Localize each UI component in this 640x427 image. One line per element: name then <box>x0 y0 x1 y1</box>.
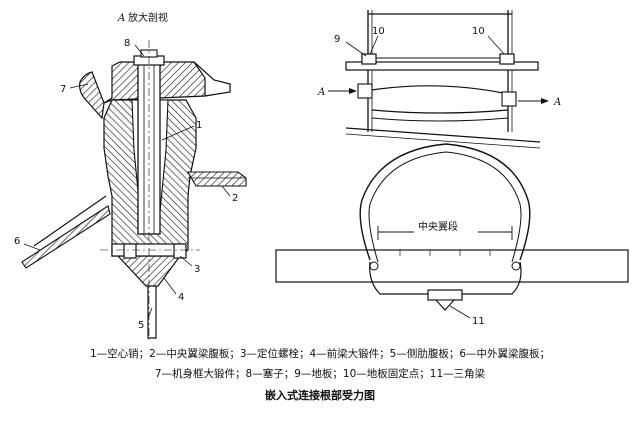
center-spar-web <box>187 171 247 187</box>
label-4: 4 <box>178 292 184 303</box>
label-10b: 10 <box>472 26 485 37</box>
figure-title: 嵌入式连接根部受力图 <box>265 389 375 402</box>
center-wing-diagram: 中央翼段 11 <box>275 143 629 327</box>
label-3: 3 <box>194 264 200 275</box>
side-rib-web <box>147 286 157 339</box>
legend-line-1: 1—空心销；2—中央翼梁腹板；3—定位螺栓；4—前梁大锻件；5—侧肋腹板；6—中… <box>89 348 551 360</box>
technical-figure: A 放大剖视 <box>14 10 629 340</box>
section-title: 放大剖视 <box>128 11 168 24</box>
section-title-prefix: A <box>117 13 125 24</box>
section-view-a: A 放大剖视 <box>14 11 247 340</box>
center-box-label: 中央翼段 <box>418 220 458 233</box>
label-7: 7 <box>60 84 66 95</box>
label-10a: 10 <box>372 26 385 37</box>
locating-bolt <box>173 243 187 259</box>
floor-fix-point-right <box>499 53 515 65</box>
flange-lip <box>193 61 231 97</box>
outer-spar-web <box>21 205 111 269</box>
triangle-beam <box>427 289 463 301</box>
label-6: 6 <box>14 236 20 247</box>
label-1: 1 <box>196 120 202 131</box>
arrow-label-right: A <box>553 97 561 108</box>
wing-beam <box>275 249 629 283</box>
label-8: 8 <box>124 38 130 49</box>
label-9: 9 <box>334 34 340 45</box>
label-5: 5 <box>138 320 144 331</box>
floor-detail: A A 9 10 10 <box>317 10 561 149</box>
arrow-label-left: A <box>317 87 325 98</box>
floor-fix-point-left <box>361 53 377 65</box>
label-11: 11 <box>472 316 485 327</box>
label-2: 2 <box>232 193 238 204</box>
floor-plank <box>345 61 539 71</box>
legend-line-2: 7—机身框大锻件；8—塞子；9—地板；10—地板固定点；11—三角梁 <box>154 368 486 380</box>
